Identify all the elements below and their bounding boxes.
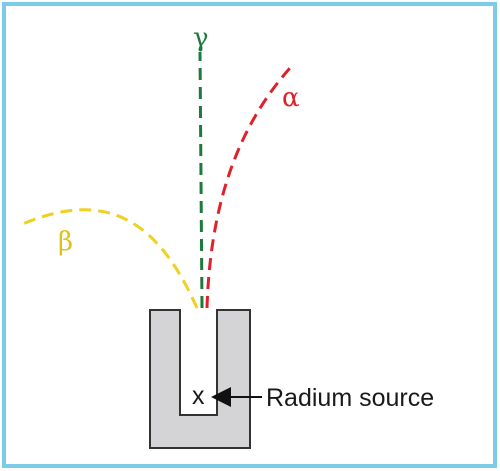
source-pointer-arrowhead: [211, 387, 231, 407]
gamma-symbol: γ: [193, 23, 209, 53]
beta-ray-path: [17, 208, 199, 309]
lead-block: [149, 309, 251, 449]
source-marker: x: [192, 382, 205, 410]
alpha-ray-path: [205, 67, 292, 309]
alpha-symbol: α: [282, 83, 300, 113]
gamma-ray-path: [198, 51, 204, 309]
source-label: Radium source: [266, 384, 434, 412]
beta-symbol: β: [58, 227, 73, 257]
